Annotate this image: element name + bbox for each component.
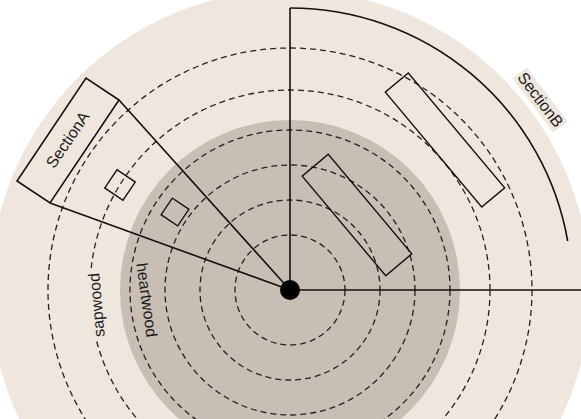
section-lines xyxy=(17,8,581,290)
sample-blocks xyxy=(105,73,505,276)
pith xyxy=(280,280,300,300)
